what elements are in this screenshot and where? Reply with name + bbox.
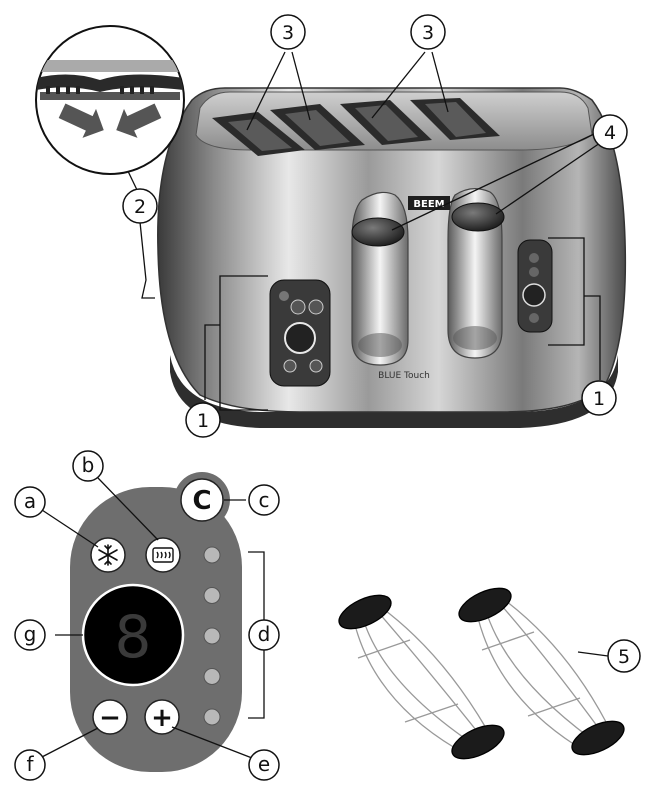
toaster: BEEM BLUE Touch bbox=[157, 87, 627, 428]
callout-4-text: 4 bbox=[604, 122, 616, 144]
callout-g: g bbox=[14, 619, 46, 651]
callout-f-text: f bbox=[26, 752, 34, 776]
callout-5: 5 bbox=[607, 639, 641, 673]
callout-3-right-text: 3 bbox=[422, 22, 434, 44]
plus-icon: + bbox=[151, 703, 173, 733]
callout-1-right-leader bbox=[548, 237, 601, 380]
digital-display: 8 bbox=[81, 583, 185, 687]
toaster-control-panel-right bbox=[517, 239, 553, 333]
callout-1-right: 1 bbox=[581, 380, 617, 416]
sandwich-rack-right bbox=[458, 587, 625, 756]
minus-button[interactable]: − bbox=[92, 699, 128, 735]
reheat-icon bbox=[152, 547, 174, 563]
reheat-button[interactable] bbox=[145, 537, 181, 573]
crumb-tray-magnifier bbox=[35, 25, 185, 175]
callout-1-left-text: 1 bbox=[197, 410, 209, 432]
callout-e: e bbox=[248, 749, 280, 781]
callout-3-leaders bbox=[246, 51, 449, 131]
snowflake-icon bbox=[98, 544, 118, 566]
toaster-control-panel-left bbox=[269, 279, 331, 387]
indicator-light bbox=[203, 587, 221, 604]
sandwich-racks: 5 bbox=[338, 587, 641, 760]
cancel-icon: C bbox=[192, 486, 211, 516]
callout-b: b bbox=[72, 450, 104, 482]
callout-2-text: 2 bbox=[134, 196, 146, 218]
minus-icon: − bbox=[99, 703, 121, 733]
callout-e-text: e bbox=[258, 752, 270, 776]
callout-g-text: g bbox=[24, 622, 37, 646]
callout-a: a bbox=[14, 486, 46, 518]
indicator-light bbox=[203, 708, 221, 726]
callout-1-left: 1 bbox=[185, 402, 221, 438]
lever-left[interactable] bbox=[351, 217, 405, 247]
brand-plate-text: BEEM bbox=[413, 199, 444, 210]
callout-3-left: 3 bbox=[270, 14, 306, 50]
plus-button[interactable]: + bbox=[144, 699, 180, 735]
letter-leaders bbox=[39, 477, 253, 759]
model-logo: BLUE Touch bbox=[378, 371, 430, 381]
callout-c: c bbox=[248, 484, 280, 516]
brand-plate bbox=[408, 196, 450, 210]
cancel-button[interactable]: C bbox=[180, 478, 224, 522]
callout-3-left-text: 3 bbox=[282, 22, 294, 44]
bread-slots bbox=[212, 98, 500, 156]
callout-f: f bbox=[14, 749, 46, 781]
callout-b-text: b bbox=[82, 453, 95, 477]
callout-4: 4 bbox=[592, 114, 628, 150]
lever-slot-right bbox=[447, 188, 503, 359]
callout-d-text: d bbox=[258, 622, 271, 646]
callout-3-right: 3 bbox=[410, 14, 446, 50]
callout-c-text: c bbox=[259, 488, 270, 512]
browning-indicators bbox=[203, 546, 221, 726]
callout-2-leader bbox=[124, 164, 155, 299]
indicator-light bbox=[203, 546, 221, 564]
callout-5-leader bbox=[577, 651, 609, 657]
display-digit: 8 bbox=[115, 603, 152, 671]
callout-1-left-leader bbox=[204, 275, 268, 411]
callout-4-leaders bbox=[391, 133, 601, 231]
lever-right[interactable] bbox=[451, 202, 505, 232]
defrost-button[interactable] bbox=[90, 537, 126, 573]
callout-d: d bbox=[248, 619, 280, 651]
callout-2: 2 bbox=[122, 188, 158, 224]
indicator-light bbox=[203, 668, 221, 685]
indicator-light bbox=[203, 627, 221, 645]
control-panel-detail: C 8 − bbox=[70, 472, 242, 772]
callout-a-text: a bbox=[24, 489, 36, 513]
callout-5-text: 5 bbox=[618, 646, 630, 668]
sandwich-rack-left bbox=[338, 594, 505, 760]
callout-1-right-text: 1 bbox=[593, 388, 605, 410]
